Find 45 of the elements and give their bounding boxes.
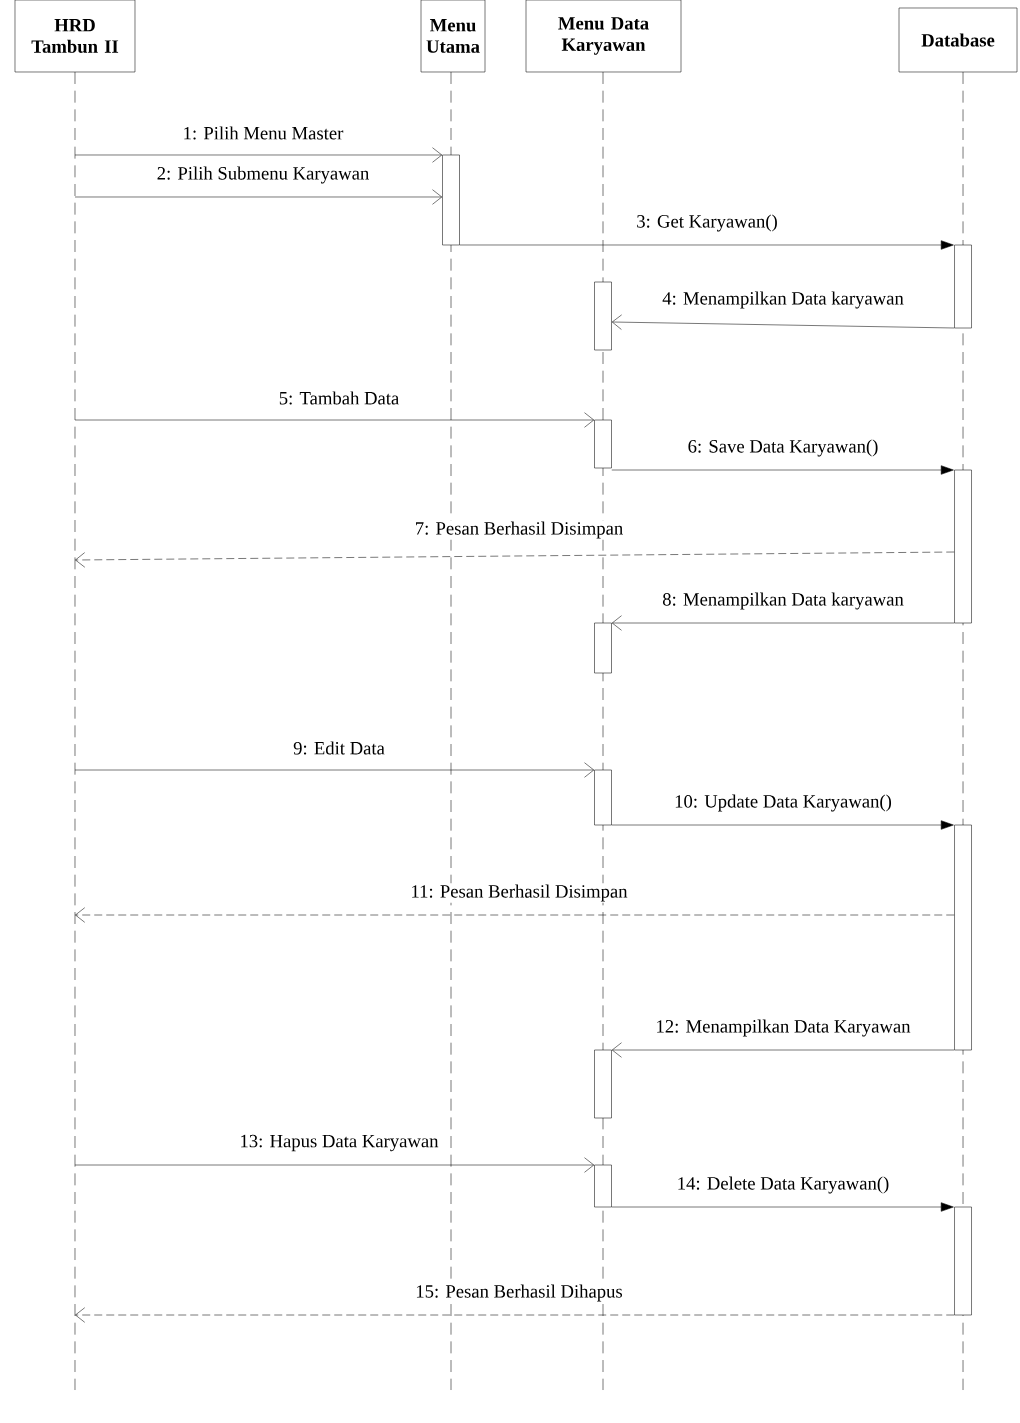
activation-bar <box>954 469 972 624</box>
edge-label: 11: Pesan Berhasil Disimpan <box>409 883 629 903</box>
lifeline-header-box: HRD Tambun II <box>14 0 136 73</box>
activation-bar <box>594 1164 612 1208</box>
edge-label: 12: Menampilkan Data Karyawan <box>654 1018 912 1038</box>
message-arrow <box>74 412 595 428</box>
message-arrow <box>75 1307 955 1323</box>
lifeline-header-box: Menu Utama <box>420 0 486 73</box>
edge-label: 9: Edit Data <box>291 740 387 756</box>
message-arrow <box>611 314 955 330</box>
edge-label: 6: Save Data Karyawan() <box>686 438 880 458</box>
edge-label: 2: Pilih Submenu Karyawan <box>155 165 371 185</box>
activation-bar <box>594 419 612 469</box>
activation-bar <box>442 154 460 246</box>
message-arrow <box>74 762 595 778</box>
message-arrow <box>611 820 954 830</box>
activation-bar <box>954 1206 972 1316</box>
message-arrow <box>74 147 443 163</box>
edge-label: 4: Menampilkan Data karyawan <box>660 290 906 310</box>
edge-label: 8: Menampilkan Data karyawan <box>660 591 906 611</box>
lifeline-header-box: Database <box>898 7 1018 73</box>
edge-label: 1: Pilih Menu Master <box>181 125 345 141</box>
edge-label: 10: Update Data Karyawan() <box>672 793 894 813</box>
activation-bar <box>954 244 972 329</box>
lifeline-header-box: Menu Data Karyawan <box>525 0 682 73</box>
edge-label: 7: Pesan Berhasil Disimpan <box>413 520 625 540</box>
activation-bar <box>594 769 612 826</box>
message-arrow <box>74 189 443 205</box>
message-arrow <box>75 907 955 923</box>
edge-label: 13: Hapus Data Karyawan <box>238 1133 440 1153</box>
activation-bar <box>594 622 612 674</box>
message-arrow <box>611 1042 955 1058</box>
message-arrow <box>611 615 955 631</box>
activation-bar <box>954 824 972 1051</box>
activation-bar <box>594 1049 612 1119</box>
edge-label: 14: Delete Data Karyawan() <box>675 1175 891 1195</box>
edge-label: 15: Pesan Berhasil Dihapus <box>414 1283 625 1303</box>
edge-label: 5: Tambah Data <box>277 390 401 406</box>
message-arrow <box>611 465 954 475</box>
edge-label: 3: Get Karyawan() <box>634 213 780 233</box>
message-arrow <box>459 240 954 250</box>
message-arrow <box>75 551 955 568</box>
activation-bar <box>594 281 612 351</box>
message-arrow <box>611 1202 954 1212</box>
message-arrow <box>74 1157 595 1173</box>
